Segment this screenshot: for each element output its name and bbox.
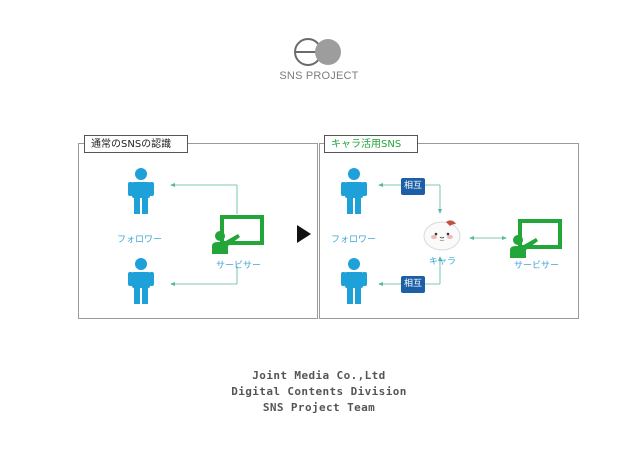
- servicer-label: サービサー: [514, 261, 560, 271]
- footer-team: SNS Project Team: [262, 401, 376, 414]
- logo-text: SNS PROJECT: [279, 70, 359, 82]
- follower-label: フォロワー: [331, 235, 377, 245]
- mutual-badge: 相互: [401, 276, 425, 293]
- right-connector-lines: [378, 183, 507, 286]
- left-connector-lines: [170, 183, 238, 286]
- normal-sns-panel: [78, 143, 318, 319]
- character-sns-title: キャラ活用SNS: [324, 135, 418, 153]
- footer-division: Digital Contents Division: [231, 385, 407, 398]
- servicer-label: サービサー: [216, 261, 262, 271]
- follower-person-icon: [128, 258, 154, 304]
- follower-person-icon: [341, 168, 367, 214]
- follower-label: フォロワー: [117, 235, 163, 245]
- sns-project-logo-icon: [294, 38, 341, 66]
- character-label: キャラ: [429, 257, 457, 267]
- footer-company: Joint Media Co.,Ltd: [252, 369, 386, 382]
- presenter-icon: [510, 219, 562, 258]
- follower-person-icon: [341, 258, 367, 304]
- character-mascot-icon: [423, 220, 461, 251]
- play-triangle-icon: [297, 225, 311, 243]
- presenter-icon: [212, 215, 264, 254]
- normal-sns-title: 通常のSNSの認識: [84, 135, 188, 153]
- mutual-badge: 相互: [401, 178, 425, 195]
- follower-person-icon: [128, 168, 154, 214]
